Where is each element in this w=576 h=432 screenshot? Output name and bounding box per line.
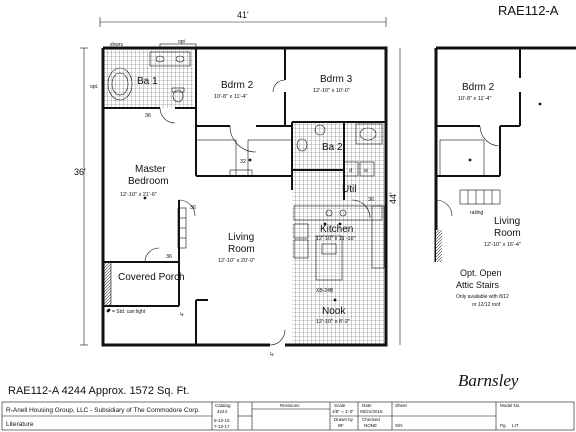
footer-drawn-label: Drawn by [334, 417, 354, 422]
alt-room-living-line1: Living [494, 216, 520, 227]
footer-date-label: Date [362, 403, 372, 408]
footer-checked-label: Checked [362, 417, 380, 422]
porch-floor-lines [110, 261, 180, 307]
door-width-master: 36 [190, 205, 196, 211]
footer-rev-date-2: 7-13-17 [214, 424, 230, 429]
room-bdrm2: Bdrm 2 [221, 80, 254, 91]
washer-mark: w [364, 168, 368, 174]
dryer-mark: d [349, 168, 352, 174]
bath2-tile-floor [292, 122, 344, 170]
footer-rev-date-1: 5-13-15 [214, 418, 230, 423]
hvac-note: XB-24B [316, 288, 334, 294]
room-nook-size: 12'-10" x 8'-2" [316, 319, 350, 325]
bath1-fixtures [107, 51, 191, 103]
exterior-wall [101, 46, 388, 347]
footer-scale-label: Scale [334, 403, 346, 408]
laundry-appliances: d w [343, 161, 375, 177]
room-living-line1: Living [228, 232, 254, 243]
shower-label: shwrs [110, 42, 124, 48]
plan-code-top-right: RAE112-A [498, 3, 559, 18]
room-bath1: Ba 1 [137, 76, 158, 87]
footer-revisions-label: Revisions [280, 403, 300, 408]
room-nook: Nook [322, 306, 346, 317]
room-master-line1: Master [135, 164, 166, 175]
footer-literature: Literature [6, 421, 34, 428]
alt-hatch [436, 230, 442, 262]
room-living-line2: Room [228, 244, 255, 255]
footer-sheet-value: S/N [395, 423, 403, 428]
footer-pg-value: LIT [512, 423, 519, 428]
kitchen-fixtures [293, 205, 385, 281]
alt-depth-dimension: 44' [388, 48, 401, 345]
footer-pg-label: Pg. [500, 423, 507, 428]
alt-option-note-2: or 12/12 roof [472, 302, 501, 308]
alt-railing: railing [470, 210, 484, 216]
living-stair-marks [177, 207, 187, 249]
footer-model-no-label: Model No. [500, 403, 521, 408]
overall-depth-label: 36' [74, 167, 86, 177]
room-kitchen: Kitchen [320, 224, 353, 235]
can-lights [107, 158, 342, 312]
door-swings [144, 79, 371, 346]
footer-sheet-label: Sheet [395, 403, 408, 408]
opt-label-side: opt. [90, 84, 98, 90]
room-living-size: 12'-10" x 20'-0" [218, 258, 255, 264]
overall-width-label: 41' [237, 10, 249, 20]
footer-catalog-value: 4244 [217, 409, 228, 414]
alt-option-note-1: Only available with 8/12 [456, 294, 509, 300]
room-bdrm3-size: 12'-10" x 10'-0" [313, 88, 350, 94]
opt-label-top: opt [178, 39, 186, 45]
alt-room-living-line2: Room [494, 228, 521, 239]
room-bdrm2-size: 10'-8" x 11'-4" [214, 94, 247, 100]
alt-room-bdrm2-size: 10'-8" x 11'-4" [458, 96, 491, 102]
porch-hatch [103, 262, 111, 306]
can-light-legend-dot [106, 309, 110, 313]
room-covered-porch: Covered Porch [118, 272, 185, 283]
alt-depth-label: 44' [388, 192, 398, 204]
title-block [1, 401, 575, 431]
bath1-tile-floor [103, 50, 193, 108]
footer-plan-name: Barnsley [458, 371, 519, 390]
overall-width-dimension: 41' [99, 10, 387, 27]
room-bath2: Ba 2 [322, 142, 343, 153]
can-light-legend: = Std. can light [112, 309, 146, 315]
footer-checked-value: NONE [364, 423, 377, 428]
footer-drawn-value: BF [338, 423, 344, 428]
bath2-fixtures [296, 123, 383, 152]
room-kitchen-size: 12'-10" x 11'-10" [316, 236, 356, 242]
room-master-line2: Bedroom [128, 176, 169, 187]
footer-model-line: RAE112-A 4244 Approx. 1572 Sq. Ft. [8, 385, 189, 397]
door-width-bath1: 36 [145, 113, 151, 119]
alt-option-title-2: Attic Stairs [456, 280, 500, 290]
room-util: Util [342, 184, 356, 195]
dim-note-4ft-b: 4' [270, 352, 276, 356]
room-master-size: 12'-10" x 21'-6" [120, 192, 157, 198]
alt-room-living-size: 12'-10" x 16'-4" [484, 242, 521, 248]
footer-catalog-label: Catalog [215, 403, 231, 408]
alt-room-bdrm2: Bdrm 2 [462, 82, 495, 93]
door-width-bdrm2: 32 [240, 159, 246, 165]
alt-option-title-1: Opt. Open [460, 268, 502, 278]
footer-date-value: 05/21/2015 [360, 409, 383, 414]
closets [195, 139, 293, 177]
door-width-util: 36 [368, 197, 374, 203]
footer-company: R-Anell Housing Group, LLC - Subsidiary … [6, 407, 200, 414]
dim-note-4ft-a: 4' [180, 312, 186, 316]
door-width-porch: 36 [166, 254, 172, 260]
room-bdrm3: Bdrm 3 [320, 74, 353, 85]
overall-depth-dimension: 36' [74, 47, 88, 346]
alt-plan [432, 46, 576, 262]
footer-scale-value: 1/8" = 1'-0" [332, 409, 354, 414]
